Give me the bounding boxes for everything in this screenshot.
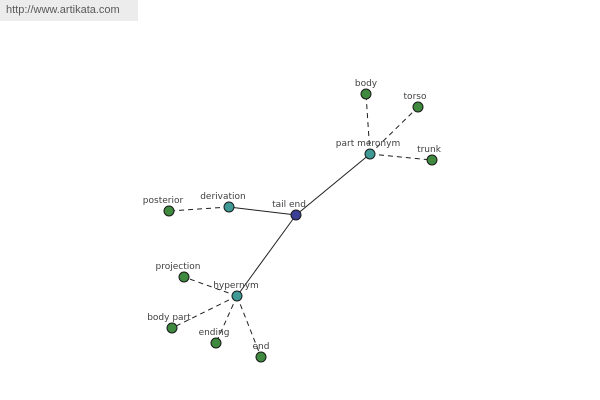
edge-hypernym-end xyxy=(236,295,262,358)
url-link[interactable]: http://www.artikata.com xyxy=(6,4,120,16)
node-trunk[interactable] xyxy=(426,154,438,166)
edge-tail-end-hypernym xyxy=(236,214,297,297)
node-torso[interactable] xyxy=(412,101,424,113)
edge-part-meronym-torso xyxy=(369,106,419,155)
edge-hypernym-body-part xyxy=(171,295,238,329)
label-part-meronym[interactable]: part meronym xyxy=(336,139,400,149)
edge-derivation-posterior xyxy=(168,206,230,212)
url-banner: http://www.artikata.com xyxy=(0,0,138,21)
label-body[interactable]: body xyxy=(355,79,378,89)
label-hypernym[interactable]: hypernym xyxy=(213,281,259,291)
node-tail-end[interactable] xyxy=(290,209,302,221)
graph-nodes xyxy=(163,88,438,363)
graph-edges xyxy=(168,93,433,358)
edge-tail-end-part-meronym xyxy=(295,153,371,216)
node-body[interactable] xyxy=(360,88,372,100)
label-posterior[interactable]: posterior xyxy=(143,196,184,206)
node-ending[interactable] xyxy=(210,337,222,349)
node-body-part[interactable] xyxy=(166,322,178,334)
label-projection[interactable]: projection xyxy=(156,262,201,272)
label-body-part[interactable]: body part xyxy=(147,313,191,323)
label-ending[interactable]: ending xyxy=(199,328,230,338)
node-projection[interactable] xyxy=(178,271,190,283)
label-derivation[interactable]: derivation xyxy=(200,192,246,202)
label-trunk[interactable]: trunk xyxy=(417,145,442,155)
edge-part-meronym-body xyxy=(365,93,371,155)
label-end[interactable]: end xyxy=(253,342,270,352)
edge-hypernym-projection xyxy=(183,276,238,297)
edge-tail-end-derivation xyxy=(228,206,297,216)
node-hypernym[interactable] xyxy=(231,290,243,302)
edge-part-meronym-trunk xyxy=(369,153,433,161)
label-torso[interactable]: torso xyxy=(404,92,427,102)
node-part-meronym[interactable] xyxy=(364,148,376,160)
graph-labels: tail end part meronym body torso trunk deriva… xyxy=(143,79,442,352)
label-tail-end[interactable]: tail end xyxy=(272,200,306,210)
node-derivation[interactable] xyxy=(223,201,235,213)
node-posterior[interactable] xyxy=(163,205,175,217)
node-end[interactable] xyxy=(255,351,267,363)
